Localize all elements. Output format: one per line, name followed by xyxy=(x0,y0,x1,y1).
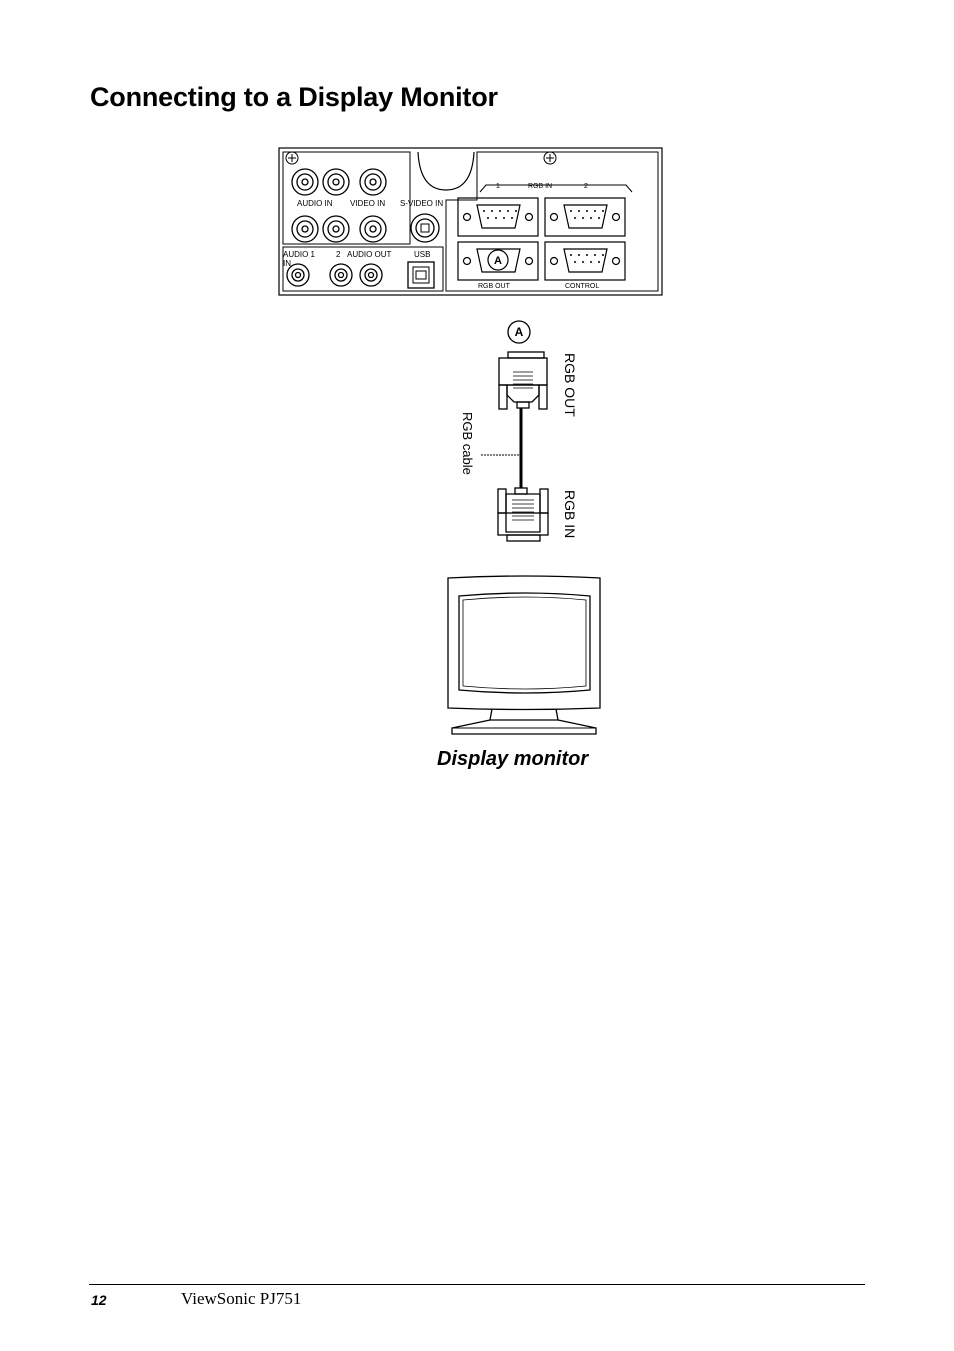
audio-in-label: AUDIO IN xyxy=(297,199,333,208)
projector-rear-panel xyxy=(278,147,663,296)
rgb-in-1-label: 1 xyxy=(496,183,500,190)
usb-label: USB xyxy=(414,250,430,259)
rgb-cable xyxy=(481,320,549,542)
audio-2-label: 2 xyxy=(336,250,341,259)
display-monitor-caption: Display monitor xyxy=(437,748,589,770)
port-a-marker-label: A xyxy=(494,255,502,267)
cable-a-marker-label: A xyxy=(515,325,524,339)
cable-a-marker xyxy=(507,320,531,344)
video-in-label: VIDEO IN xyxy=(350,199,385,208)
rgb-in-cable-label: RGB IN xyxy=(562,490,578,538)
rgb-out-cable-label: RGB OUT xyxy=(562,353,578,417)
audio-out-label: AUDIO OUT xyxy=(347,250,392,259)
in-label: IN xyxy=(283,259,291,268)
footer-product: ViewSonic PJ751 xyxy=(181,1289,302,1308)
screw-icon xyxy=(543,151,557,165)
port-a-marker xyxy=(487,249,509,271)
page-title: Connecting to a Display Monitor xyxy=(90,82,498,112)
bottom-connector xyxy=(497,487,549,542)
rgb-cable-label: RGB cable xyxy=(460,412,475,475)
top-connector xyxy=(498,351,548,410)
footer-divider xyxy=(89,1284,865,1285)
page-number: 12 xyxy=(91,1292,107,1308)
rgb-in-2-label: 2 xyxy=(584,183,588,190)
screw-icon xyxy=(285,151,299,165)
s-video-in-label: S-VIDEO IN xyxy=(400,199,443,208)
rgb-out-panel-label: RGB OUT xyxy=(478,283,511,290)
audio-1-label: AUDIO 1 xyxy=(283,250,316,259)
rgb-in-panel-label: RGB IN xyxy=(528,183,552,190)
panel-labels: AUDIO IN VIDEO IN S-VIDEO IN AUDIO 1 IN … xyxy=(283,183,599,290)
cable-labels: A RGB OUT RGB IN RGB cable xyxy=(460,325,578,538)
control-label: CONTROL xyxy=(565,283,599,290)
display-monitor-illustration xyxy=(447,575,601,735)
